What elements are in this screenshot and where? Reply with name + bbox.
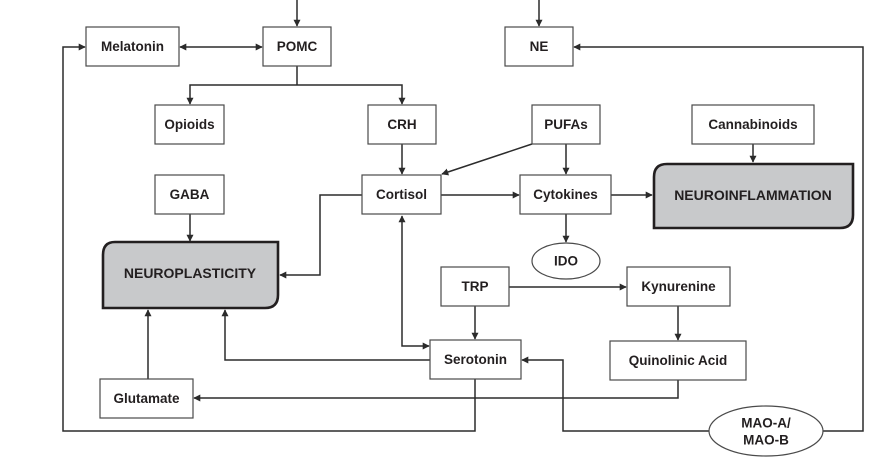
node-neuroinflammation: NEUROINFLAMMATION — [652, 162, 855, 230]
node-melatonin-label: Melatonin — [101, 39, 164, 54]
node-serotonin-label: Serotonin — [444, 352, 507, 367]
node-quinolinic-acid-label: Quinolinic Acid — [629, 353, 728, 368]
node-trp: TRP — [440, 266, 510, 307]
node-crh-label: CRH — [387, 117, 416, 132]
node-glutamate: Glutamate — [99, 378, 194, 419]
node-serotonin: Serotonin — [429, 339, 522, 380]
edge-mao-to-serotonin — [521, 356, 709, 432]
node-ne: NE — [504, 26, 574, 67]
node-neuroplasticity: NEUROPLASTICITY — [101, 240, 280, 310]
node-melatonin: Melatonin — [85, 26, 180, 67]
node-cytokines-label: Cytokines — [533, 187, 598, 202]
node-cannabinoids: Cannabinoids — [691, 104, 815, 145]
node-mao-label-line2: MAO-B — [743, 433, 789, 448]
edge-quinolinic-to-glutamate — [193, 380, 679, 402]
node-neuroplasticity-label: NEUROPLASTICITY — [124, 265, 257, 281]
node-ne-label: NE — [530, 39, 549, 54]
node-gaba-label: GABA — [170, 187, 210, 202]
edge-pufas-to-cortisol — [441, 143, 533, 176]
node-trp-label: TRP — [462, 279, 489, 294]
edge-cortisol-serotonin — [398, 215, 430, 350]
node-cannabinoids-label: Cannabinoids — [708, 117, 797, 132]
node-glutamate-label: Glutamate — [113, 391, 180, 406]
node-quinolinic-acid: Quinolinic Acid — [609, 340, 747, 381]
node-ido: IDO — [531, 242, 601, 280]
node-pufas: PUFAs — [531, 104, 601, 145]
node-neuroinflammation-label: NEUROINFLAMMATION — [674, 187, 832, 203]
node-pomc-label: POMC — [277, 39, 318, 54]
node-cytokines: Cytokines — [519, 174, 612, 215]
node-cortisol: Cortisol — [361, 174, 442, 215]
edge-serotonin-to-neuroplasticity — [221, 309, 430, 361]
edge-pomc-to-opioids — [186, 84, 297, 105]
node-mao-label-line1: MAO-A/ — [741, 416, 791, 431]
node-opioids-label: Opioids — [164, 117, 214, 132]
node-ido-label: IDO — [554, 254, 578, 269]
node-pomc: POMC — [262, 26, 332, 67]
edge-pomc-to-crh — [297, 84, 406, 105]
node-mao: MAO-A/ MAO-B — [708, 405, 824, 457]
node-kynurenine: Kynurenine — [626, 266, 731, 307]
edge-cortisol-to-neuroplasticity — [279, 194, 362, 279]
node-opioids: Opioids — [154, 104, 225, 145]
node-cortisol-label: Cortisol — [376, 187, 427, 202]
connectors — [62, 0, 864, 432]
node-kynurenine-label: Kynurenine — [641, 279, 716, 294]
node-gaba: GABA — [154, 174, 225, 215]
node-crh: CRH — [367, 104, 437, 145]
edge-serotonin-to-melatonin — [62, 43, 476, 432]
node-pufas-label: PUFAs — [544, 117, 588, 132]
edge-mao-to-ne — [573, 43, 864, 432]
